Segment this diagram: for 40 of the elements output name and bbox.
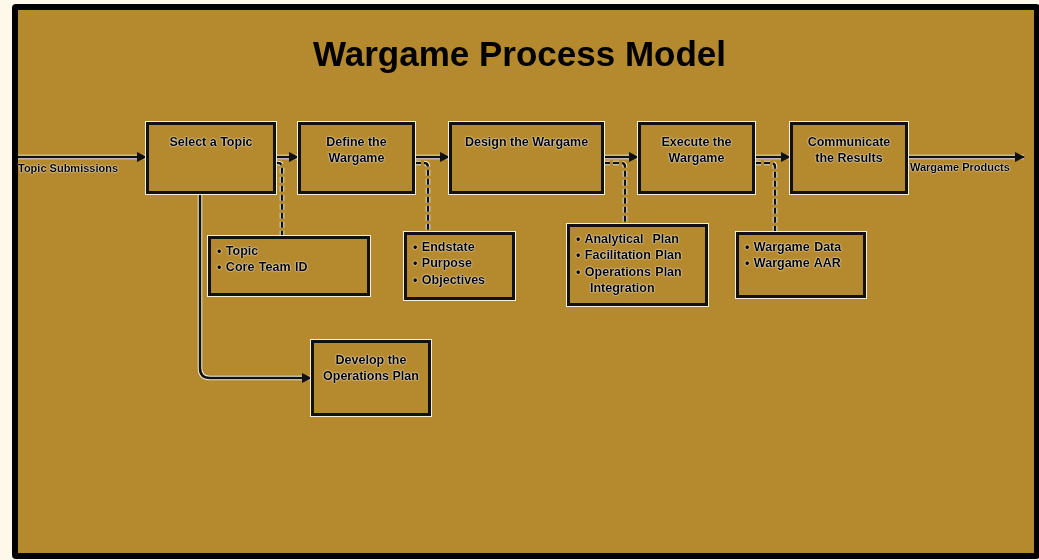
list-item: • Wargame AAR xyxy=(745,255,842,272)
bullet-list-box xyxy=(567,224,708,306)
process-box xyxy=(146,122,276,194)
list-item: • Wargame Data xyxy=(745,239,843,256)
arrow xyxy=(908,152,1025,162)
step-label: Communicate the Results xyxy=(806,134,892,167)
list-item: • Objectives xyxy=(413,271,487,288)
list-item: • Analytical Plan xyxy=(576,231,680,248)
bullet-list-box xyxy=(736,232,866,298)
step-label: Develop the Operations Plan xyxy=(322,352,420,385)
process-box xyxy=(638,122,755,194)
flow-label: Wargame Products xyxy=(910,160,1024,176)
process-box xyxy=(298,122,415,194)
arrow xyxy=(18,152,147,162)
arrow xyxy=(415,152,450,162)
process-box xyxy=(311,340,431,416)
list-item: • Topic xyxy=(217,243,260,260)
dashed-connector xyxy=(415,161,430,232)
step-label: Define the Wargame xyxy=(325,134,388,167)
arrow xyxy=(604,152,639,162)
list-item: • Endstate xyxy=(413,239,476,256)
dashed-connector xyxy=(755,161,777,232)
diagram-title: Wargame Process Model xyxy=(313,34,726,74)
list-item: • Operations Plan Integration xyxy=(576,263,683,296)
arrow xyxy=(198,194,312,383)
arrow xyxy=(276,152,299,162)
list-item: • Facilitation Plan xyxy=(576,247,683,264)
dashed-connector xyxy=(604,161,627,224)
list-item: • Purpose xyxy=(413,255,473,272)
list-item: • Core Team ID xyxy=(217,259,309,276)
step-label: Select a Topic xyxy=(168,134,254,151)
flow-label: Topic Submissions xyxy=(18,161,142,177)
process-box xyxy=(790,122,908,194)
step-label: Execute the Wargame xyxy=(660,134,733,167)
arrow xyxy=(755,152,791,162)
step-label: Design the Wargame xyxy=(463,134,590,151)
bullet-list-box xyxy=(208,236,370,296)
dashed-connector xyxy=(275,161,284,236)
bullet-list-box xyxy=(404,232,515,300)
process-box xyxy=(449,122,604,194)
